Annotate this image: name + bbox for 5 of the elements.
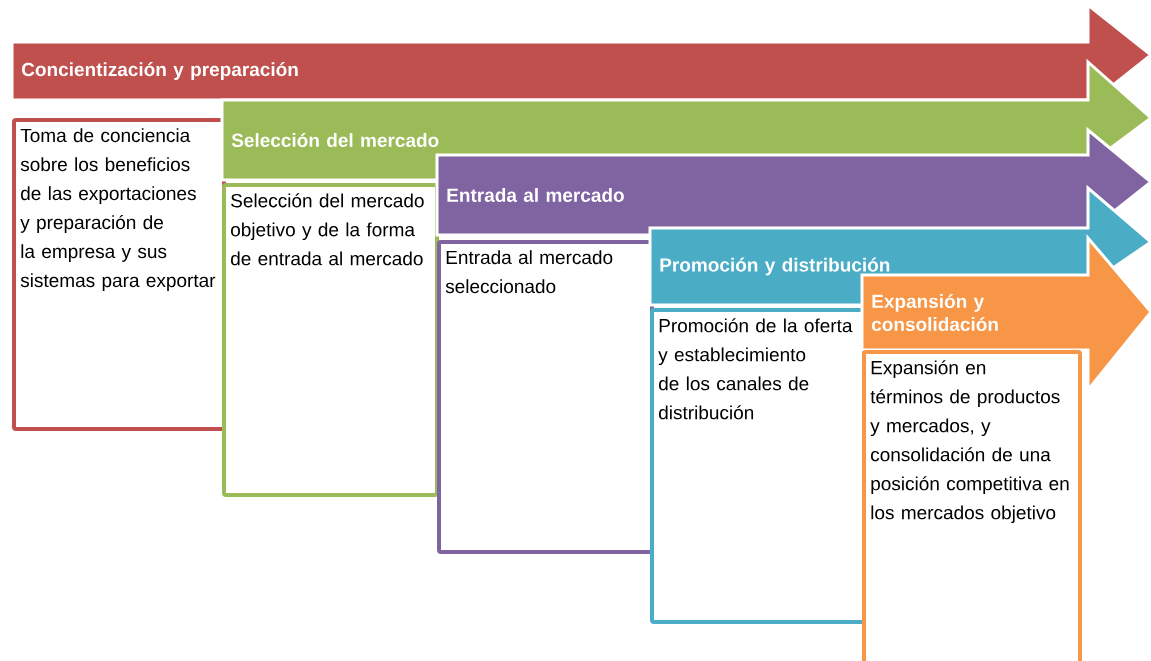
- text-box: Entrada al mercado seleccionado: [437, 240, 654, 554]
- text-box: Promoción de la oferta y establecimiento de los canales de distribución: [650, 308, 866, 624]
- text-box: Selección del mercado objetivo y de la forma de entrada al mercado: [222, 183, 439, 497]
- text-box: Expansión en términos de productos y mercados, y consolidación de una posición competitiva en los mercados objetivo: [862, 350, 1082, 661]
- text-box: Toma de conciencia sobre los beneficios de las exportaciones y preparación de la empresa y sus sistemas para exportar: [12, 118, 226, 431]
